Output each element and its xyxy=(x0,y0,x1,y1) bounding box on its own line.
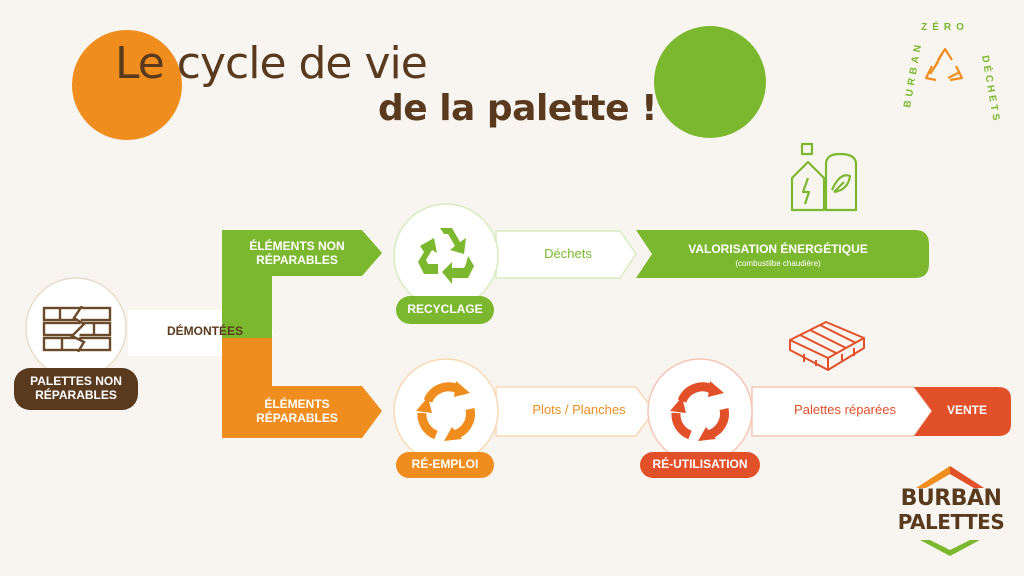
reutilisation-cycle-icon xyxy=(670,381,729,441)
burban-palettes-logo: BURBAN PALETTES xyxy=(888,462,1014,562)
reemploi-cycle-icon xyxy=(416,381,475,441)
title-line-2: de la palette ! xyxy=(378,88,658,129)
logo-line-1: BURBAN xyxy=(900,486,1002,511)
palettes-reparees-label: Palettes réparées xyxy=(794,402,896,417)
orange-decor-circle xyxy=(72,30,182,140)
zero-dechets-badge: ZÉRO BURBAN DÉCHETS xyxy=(902,20,1000,124)
recyclage-label: RECYCLAGE xyxy=(407,302,483,317)
vente-shape xyxy=(914,387,1011,436)
vente-label: VENTE xyxy=(946,403,987,417)
logo-swoosh-icon xyxy=(920,540,980,556)
green-decor-circle xyxy=(654,26,766,138)
recycle-outline-icon xyxy=(924,47,964,82)
valorisation-title: VALORISATION ÉNERGÉTIQUE xyxy=(688,242,868,256)
plots-arrow-shape xyxy=(495,386,655,437)
energy-plant-icon xyxy=(790,142,858,212)
plots-planches-label: Plots / Planches xyxy=(532,402,626,417)
logo-line-2: PALETTES xyxy=(897,510,1005,534)
reemploi-label: RÉ-EMPLOI xyxy=(411,457,479,472)
reemploi-pill: RÉ-EMPLOI xyxy=(396,452,494,478)
broken-pallet-icon xyxy=(42,306,112,352)
valorisation-shape xyxy=(636,230,929,278)
demontees-label: DÉMONTÉES xyxy=(166,324,243,338)
dechets-label: Déchets xyxy=(544,246,592,261)
title-line-1: Le cycle de vie xyxy=(115,38,428,89)
palettes-non-reparables-pill: PALETTES NON RÉPARABLES xyxy=(14,368,138,410)
reutilisation-label: RÉ-UTILISATION xyxy=(652,457,748,472)
green-branch-shape xyxy=(222,230,382,338)
recycle-icon xyxy=(418,228,474,284)
badge-top-text: ZÉRO xyxy=(921,20,969,33)
orange-branch-shape xyxy=(222,338,382,438)
pallet-icon xyxy=(789,321,865,371)
logo-roof-icon xyxy=(916,466,984,488)
elements-reparables-label: ÉLÉMENTS RÉPARABLES xyxy=(256,397,338,425)
valorisation-subtitle: (combustilbe chaudière) xyxy=(735,259,821,268)
palettes-non-reparables-label: PALETTES NON RÉPARABLES xyxy=(30,374,122,402)
recyclage-pill: RECYCLAGE xyxy=(396,296,494,324)
reutilisation-pill: RÉ-UTILISATION xyxy=(640,452,760,478)
elements-non-reparables-label: ÉLÉMENTS NON RÉPARABLES xyxy=(249,239,345,267)
